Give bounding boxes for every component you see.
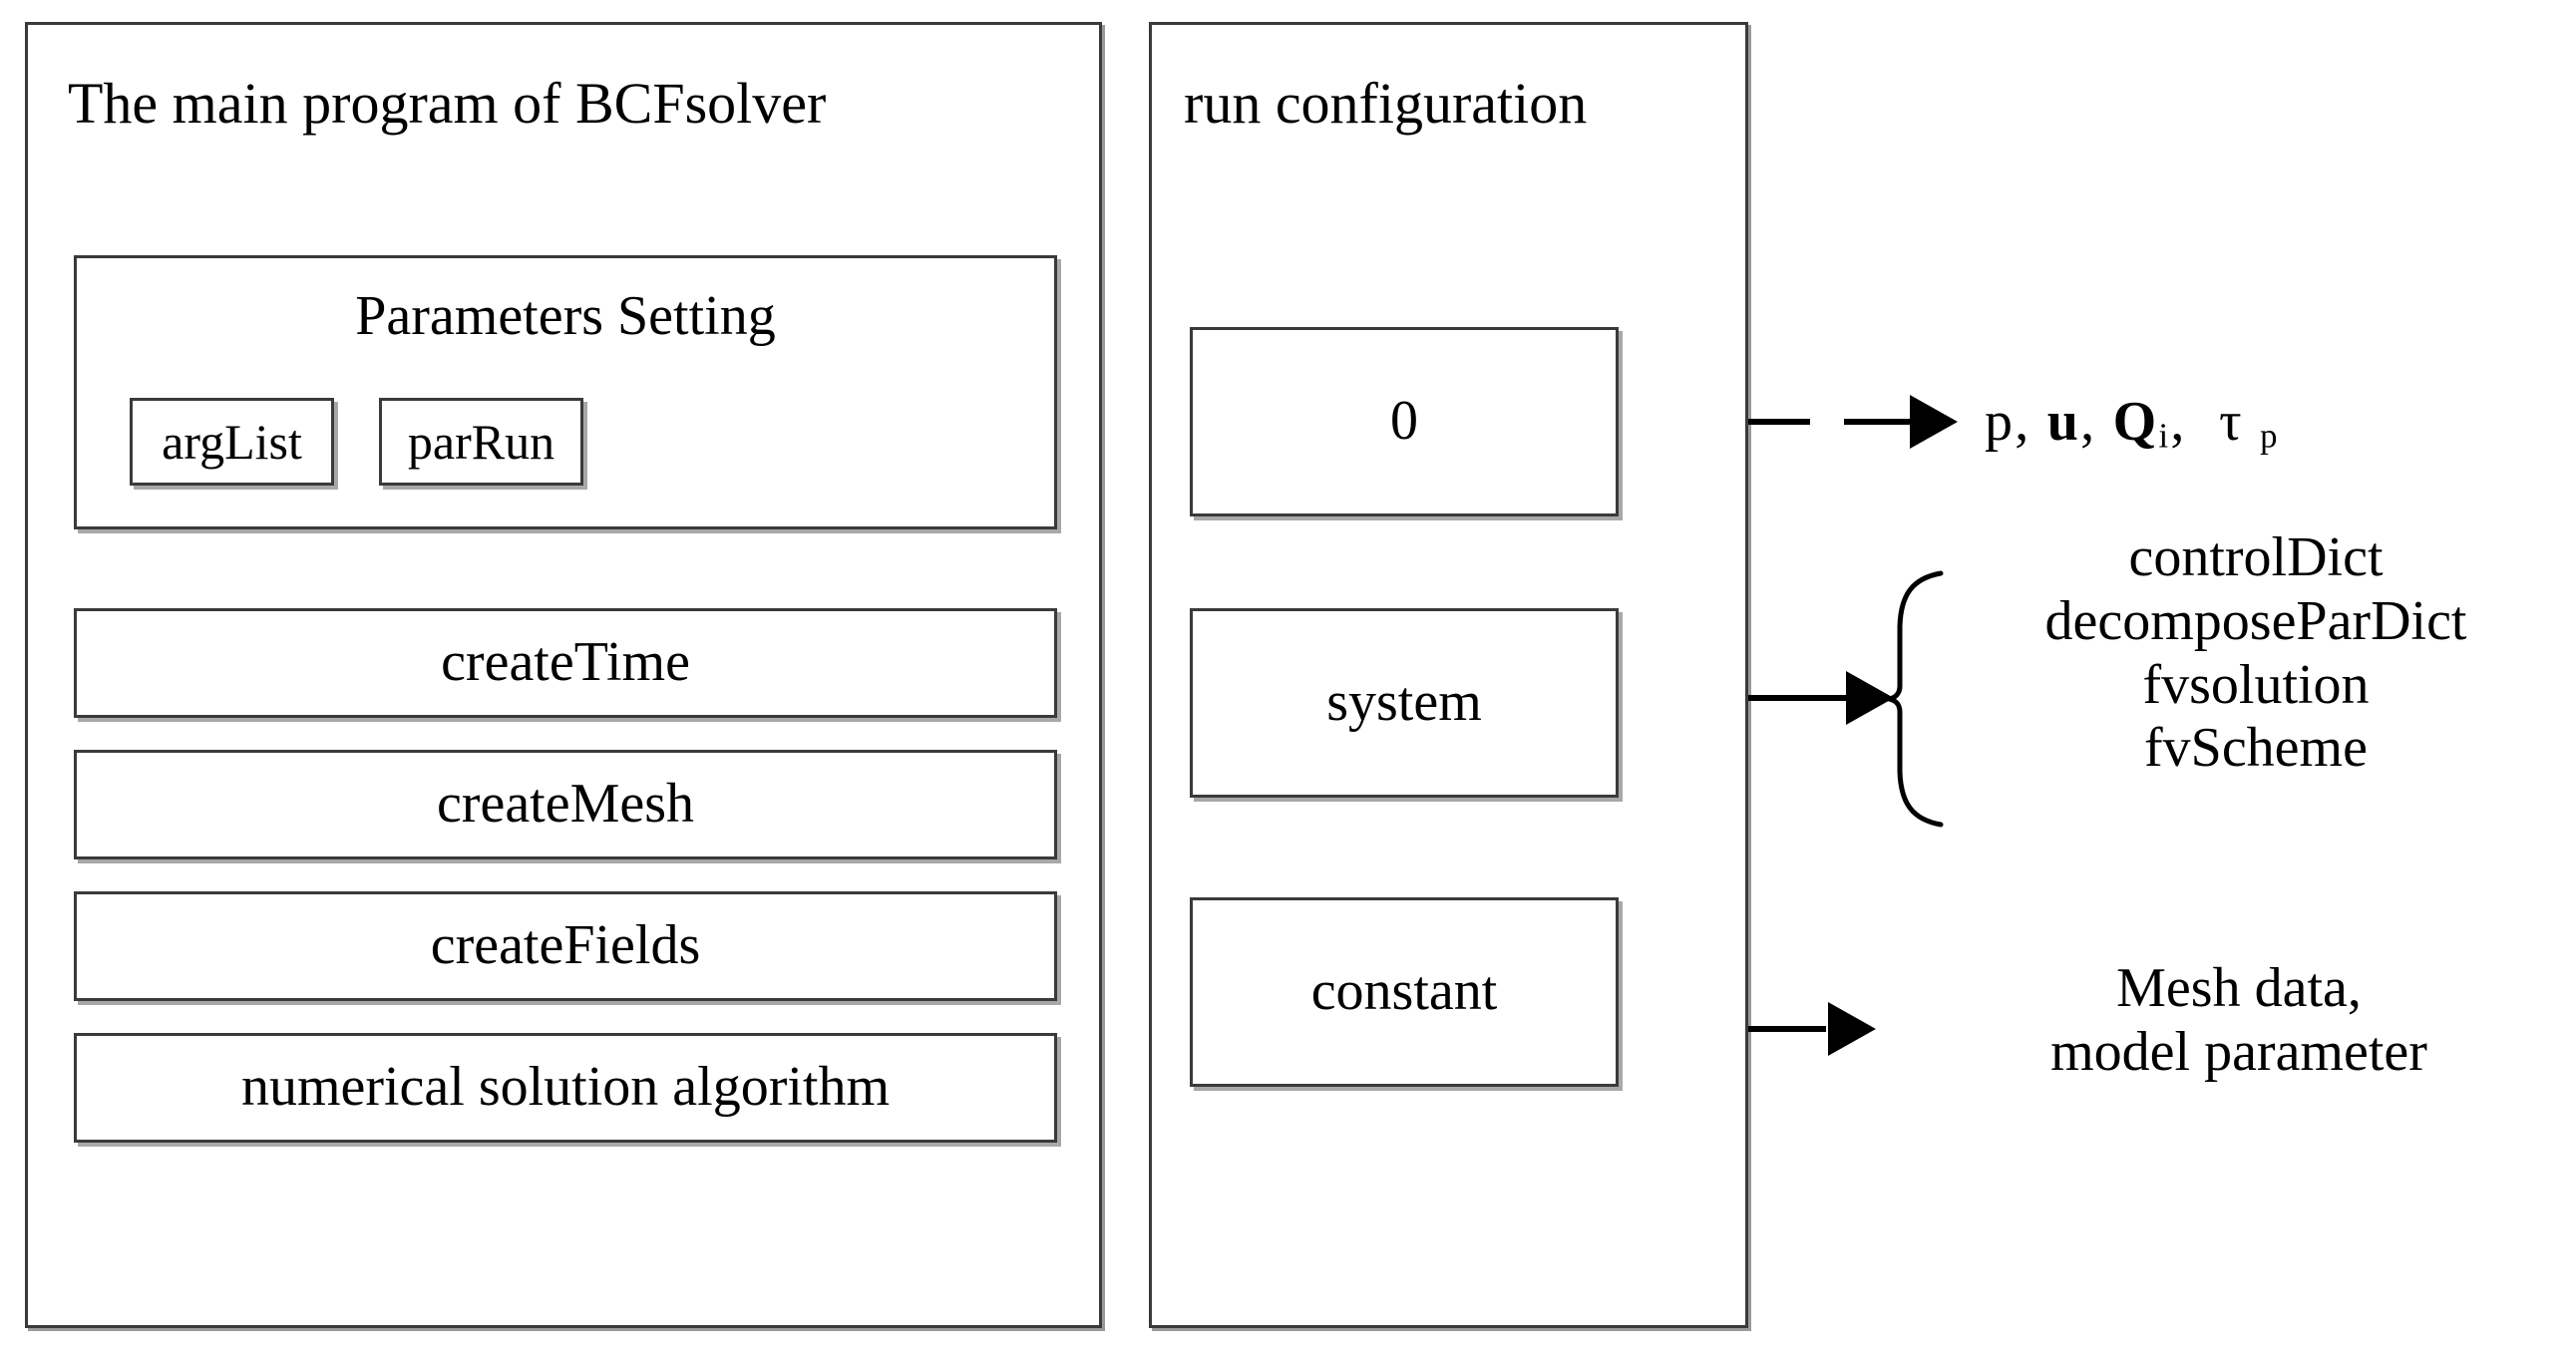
numerical-solution-algorithm-box[interactable]: numerical solution algorithm [74,1033,1057,1143]
parameters-setting-group: Parameters Setting argList parRun [74,255,1057,529]
symbol-p: p [1985,391,2016,453]
create-time-box[interactable]: createTime [74,608,1057,718]
create-fields-label: createFields [430,914,701,977]
arglist-box[interactable]: argList [130,398,334,486]
symbol-Q: Q [2112,391,2159,453]
arrow-head-icon [1846,671,1894,725]
create-fields-box[interactable]: createFields [74,891,1057,1001]
parrun-box[interactable]: parRun [379,398,583,486]
symbol-tau: τ [2219,391,2244,453]
folder-label-constant: constant [1310,960,1498,1023]
symbol-tau-subscript: p [2260,416,2280,456]
annotation-system-files-line-3: fvsolution [2142,653,2370,716]
folder-box-0[interactable]: 0 [1190,327,1619,516]
create-mesh-box[interactable]: createMesh [74,750,1057,859]
annotation-constant-files: Mesh data, model parameter [1920,957,2558,1085]
arrow-head-icon [1828,1002,1876,1056]
annotation-system-files-line-1: controlDict [2128,526,2384,588]
create-time-label: createTime [441,631,690,694]
arglist-label: argList [162,413,302,470]
annotation-constant-files-line-1: Mesh data, [2116,957,2362,1019]
annotation-system-files: controlDict decomposeParDict fvsolution … [1957,526,2555,781]
folder-label-system: system [1326,671,1482,734]
arrow-stem [1748,1026,1826,1032]
annotation-system-files-line-4: fvScheme [2144,717,2368,780]
symbol-comma-3: , [2170,391,2187,453]
right-panel-title: run configuration [1184,71,1588,136]
annotation-system-files-line-2: decomposeParDict [2044,589,2467,652]
arrow-head-icon [1910,395,1958,449]
parrun-label: parRun [407,413,555,470]
create-mesh-label: createMesh [436,773,695,836]
right-panel-run-configuration: run configuration 0 system constant [1149,22,1748,1328]
folder-box-constant[interactable]: constant [1190,897,1619,1087]
folder-label-0: 0 [1390,390,1418,453]
annotation-fields: p, u, Qi, τ p [1985,391,2280,456]
arrow-dash-segment-1 [1748,419,1810,425]
left-panel-main-program: The main program of BCFsolver Parameters… [25,22,1102,1328]
curly-brace-icon [1883,568,1947,830]
symbol-comma-1: , [2015,391,2031,453]
symbol-u: u [2046,391,2081,453]
arrow-stem [1748,695,1846,701]
symbol-Q-subscript: i [2158,416,2171,456]
parameters-setting-title: Parameters Setting [355,285,776,347]
arrow-dash-segment-2 [1844,419,1910,425]
numerical-solution-algorithm-label: numerical solution algorithm [240,1056,891,1119]
annotation-fields-line: p, u, Qi, τ p [1985,391,2280,456]
annotation-constant-files-line-2: model parameter [2050,1020,2427,1083]
left-panel-title: The main program of BCFsolver [68,71,827,136]
folder-box-system[interactable]: system [1190,608,1619,798]
symbol-comma-2: , [2080,391,2097,453]
